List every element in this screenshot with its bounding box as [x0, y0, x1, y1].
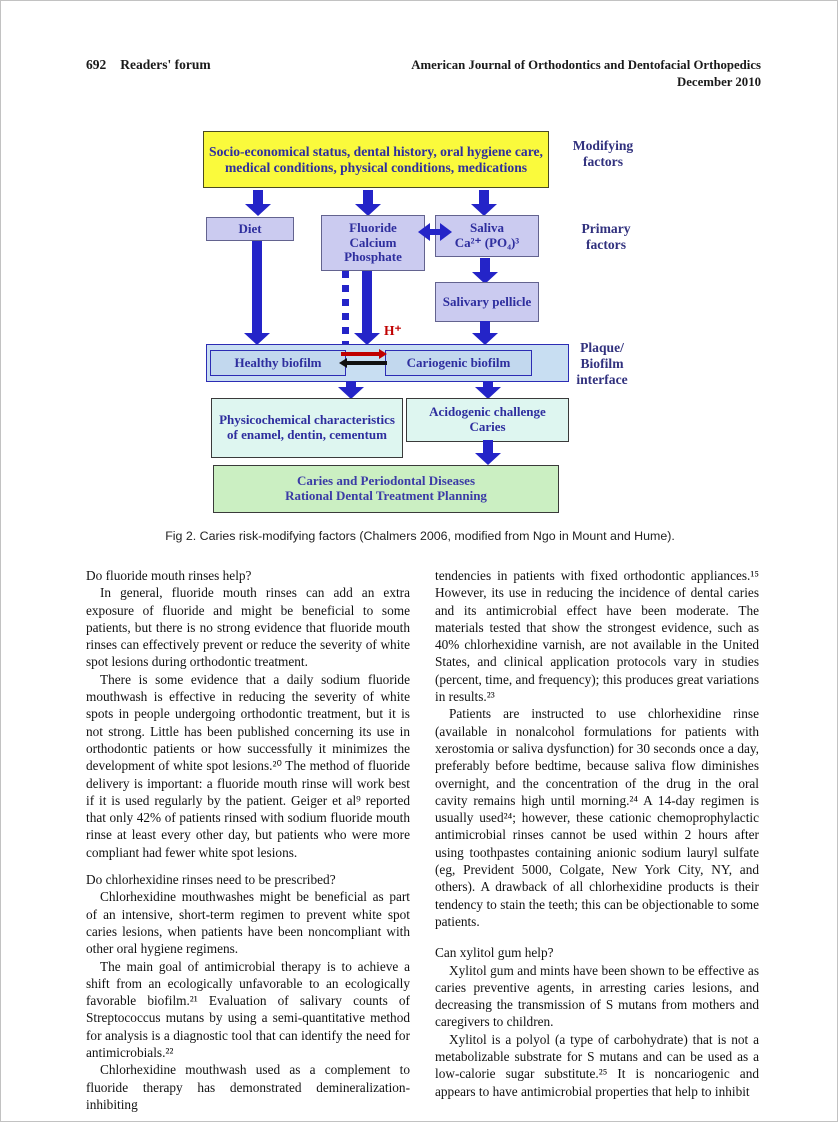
side-label-primary-factors: Primary factors	[581, 221, 631, 253]
paragraph: Xylitol gum and mints have been shown to…	[435, 962, 759, 1030]
down-arrow-icon	[471, 190, 497, 216]
left-column: Do fluoride mouth rinses help? In genera…	[86, 567, 410, 1113]
down-arrow-icon	[475, 440, 501, 465]
page-number: 692	[86, 57, 107, 72]
paragraph: Xylitol is a polyol (a type of carbohydr…	[435, 1031, 759, 1099]
flow-box-physicochemical: Physicochemical characteristics of ename…	[211, 398, 403, 458]
right-column: tendencies in patients with fixed orthod…	[435, 567, 759, 1100]
paragraph: In general, fluoride mouth rinses can ad…	[86, 585, 410, 670]
running-head-left: 692 Readers' forum	[86, 57, 211, 73]
side-label-modifying-factors: Modifying factors	[572, 138, 634, 170]
issue-date: December 2010	[677, 75, 761, 89]
left-arrow-black-icon	[339, 358, 387, 368]
section-title: Readers' forum	[120, 57, 211, 72]
flow-box-cariogenic-biofilm: Cariogenic biofilm	[385, 350, 532, 376]
figure-2-flowchart: Socio-economical status, dental history,…	[1, 1, 837, 561]
running-head-right: American Journal of Orthodontics and Den…	[411, 57, 761, 91]
figure-caption: Fig 2. Caries risk-modifying factors (Ch…	[165, 529, 675, 543]
down-arrow-icon	[472, 258, 498, 284]
paragraph: There is some evidence that a daily sodi…	[86, 671, 410, 860]
flow-box-healthy-biofilm: Healthy biofilm	[210, 350, 346, 376]
paragraph: Chlorhexidine mouthwashes might be benef…	[86, 889, 410, 957]
down-arrow-icon	[475, 381, 501, 399]
paragraph: Patients are instructed to use chlorhexi…	[435, 706, 759, 929]
flow-box-modifying-factors: Socio-economical status, dental history,…	[203, 131, 549, 188]
down-arrow-icon	[472, 321, 498, 345]
flow-box-salivary-pellicle: Salivary pellicle	[435, 282, 539, 322]
section-heading-chlorhexidine-rinses: Do chlorhexidine rinses need to be presc…	[86, 872, 336, 888]
side-label-plaque-biofilm-interface: Plaque/ Biofilm interface	[576, 340, 628, 388]
flow-box-saliva: Saliva Ca²⁺ (PO₄)³	[435, 215, 539, 257]
paragraph: Chlorhexidine mouthwash used as a comple…	[86, 1062, 410, 1112]
h-plus-label: H⁺	[384, 323, 402, 338]
down-arrow-icon	[338, 381, 364, 399]
flow-box-acidogenic-challenge: Acidogenic challenge Caries	[406, 398, 569, 442]
down-arrow-icon	[354, 271, 380, 345]
saliva-label: Saliva	[470, 220, 504, 236]
dashed-arrow-icon	[342, 271, 349, 346]
flow-box-diet: Diet	[206, 217, 294, 241]
down-arrow-icon	[245, 190, 271, 216]
outcome-line-1: Caries and Periodontal Diseases	[296, 473, 476, 489]
section-heading-fluoride-rinses: Do fluoride mouth rinses help?	[86, 568, 252, 583]
journal-title: American Journal of Orthodontics and Den…	[411, 58, 761, 72]
right-arrow-red-icon	[341, 349, 387, 359]
paragraph: tendencies in patients with fixed orthod…	[435, 568, 759, 705]
saliva-formula: Ca²⁺ (PO₄)³	[454, 235, 520, 250]
flow-box-outcome: Caries and Periodontal Diseases Rational…	[213, 465, 559, 513]
paragraph: The main goal of antimicrobial therapy i…	[86, 958, 410, 1061]
down-arrow-icon	[244, 241, 270, 345]
flow-box-fluoride-calcium-phosphate: Fluoride Calcium Phosphate	[321, 215, 425, 271]
double-arrow-icon	[418, 223, 452, 241]
section-heading-xylitol-gum: Can xylitol gum help?	[435, 945, 554, 961]
down-arrow-icon	[355, 190, 381, 216]
outcome-line-2: Rational Dental Treatment Planning	[285, 488, 487, 503]
